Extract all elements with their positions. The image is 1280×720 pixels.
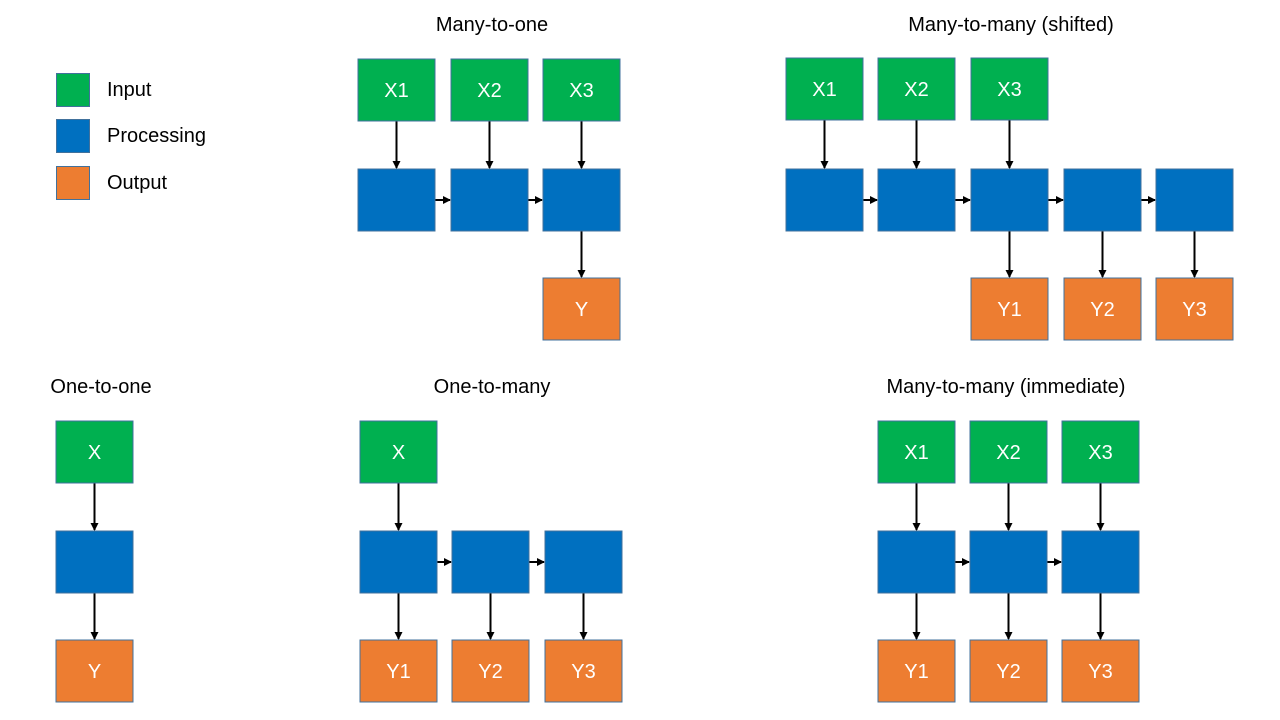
- many-to-many-immediate-output-label: Y2: [996, 661, 1020, 683]
- many-to-many-immediate-processing-box: [877, 530, 956, 594]
- many-to-many-immediate-output-box: [1061, 639, 1140, 703]
- many-to-many-shifted-processing-box: [1063, 168, 1142, 232]
- many-to-many-immediate-processing-box: [1061, 530, 1140, 594]
- many-to-many-immediate-output-label: Y1: [904, 661, 928, 683]
- many-to-many-shifted-output-box: [970, 277, 1049, 341]
- one-to-one-output-label: Y: [88, 661, 101, 683]
- many-to-many-shifted-output-label: Y2: [1090, 299, 1114, 321]
- many-to-one-processing-box: [357, 168, 436, 232]
- many-to-many-shifted-input-label: X1: [812, 79, 836, 101]
- many-to-one-input-box: [357, 58, 436, 122]
- many-to-many-immediate-output-box: [877, 639, 956, 703]
- many-to-many-shifted-input-box: [877, 57, 956, 121]
- title-one-to-one: One-to-one: [50, 376, 152, 398]
- many-to-many-shifted-processing-box: [785, 168, 864, 232]
- many-to-many-shifted-processing-box: [877, 168, 956, 232]
- title-many-to-many-shifted: Many-to-many (shifted): [908, 14, 1114, 36]
- title-many-to-many-immediate: Many-to-many (immediate): [886, 376, 1126, 398]
- legend-output-label: Output: [107, 172, 168, 194]
- one-to-many-output-box: [544, 639, 623, 703]
- one-to-many-output-label: Y1: [386, 661, 410, 683]
- many-to-one-output-label: Y: [575, 299, 588, 321]
- many-to-many-shifted-output-box: [1063, 277, 1142, 341]
- one-to-many-output-label: Y2: [478, 661, 502, 683]
- many-to-many-immediate-input-label: X2: [996, 442, 1020, 464]
- one-to-many-processing-box: [359, 530, 438, 594]
- many-to-many-shifted-input-box: [970, 57, 1049, 121]
- title-many-to-one: Many-to-one: [435, 14, 549, 36]
- many-to-one-input-box: [450, 58, 529, 122]
- many-to-many-shifted-output-label: Y3: [1182, 299, 1206, 321]
- one-to-one-processing-box: [55, 530, 134, 594]
- one-to-one-input-box: [55, 420, 134, 484]
- many-to-many-immediate-processing-box: [969, 530, 1048, 594]
- one-to-many-processing-box: [544, 530, 623, 594]
- one-to-one-input-label: X: [88, 442, 101, 464]
- many-to-many-immediate-input-box: [1061, 420, 1140, 484]
- many-to-many-immediate-output-label: Y3: [1088, 661, 1112, 683]
- many-to-many-immediate-input-box: [877, 420, 956, 484]
- many-to-one-input-label: X3: [569, 80, 593, 102]
- many-to-one-input-label: X1: [384, 80, 408, 102]
- many-to-one-input-box: [542, 58, 621, 122]
- many-to-many-immediate-input-box: [969, 420, 1048, 484]
- many-to-one-processing-box: [450, 168, 529, 232]
- many-to-many-immediate-input-label: X3: [1088, 442, 1112, 464]
- one-to-one-output-box: [55, 639, 134, 703]
- many-to-many-shifted-output-label: Y1: [997, 299, 1021, 321]
- legend-input-label: Input: [107, 79, 152, 101]
- legend-processing-label: Processing: [107, 125, 206, 147]
- one-to-many-processing-box: [451, 530, 530, 594]
- legend-output-swatch: [56, 166, 90, 200]
- one-to-many-input-label: X: [392, 442, 405, 464]
- many-to-one-output-box: [542, 277, 621, 341]
- legend-processing-swatch: [56, 119, 90, 153]
- many-to-many-shifted-input-label: X2: [904, 79, 928, 101]
- legend-input-swatch: [56, 73, 90, 107]
- many-to-one-input-label: X2: [477, 80, 501, 102]
- many-to-many-shifted-input-box: [785, 57, 864, 121]
- many-to-many-shifted-input-label: X3: [997, 79, 1021, 101]
- one-to-many-input-box: [359, 420, 438, 484]
- many-to-many-shifted-output-box: [1155, 277, 1234, 341]
- many-to-many-immediate-input-label: X1: [904, 442, 928, 464]
- many-to-one-processing-box: [542, 168, 621, 232]
- many-to-many-shifted-processing-box: [1155, 168, 1234, 232]
- many-to-many-shifted-processing-box: [970, 168, 1049, 232]
- many-to-many-immediate-output-box: [969, 639, 1048, 703]
- one-to-many-output-box: [359, 639, 438, 703]
- one-to-many-output-label: Y3: [571, 661, 595, 683]
- one-to-many-output-box: [451, 639, 530, 703]
- title-one-to-many: One-to-many: [433, 376, 551, 398]
